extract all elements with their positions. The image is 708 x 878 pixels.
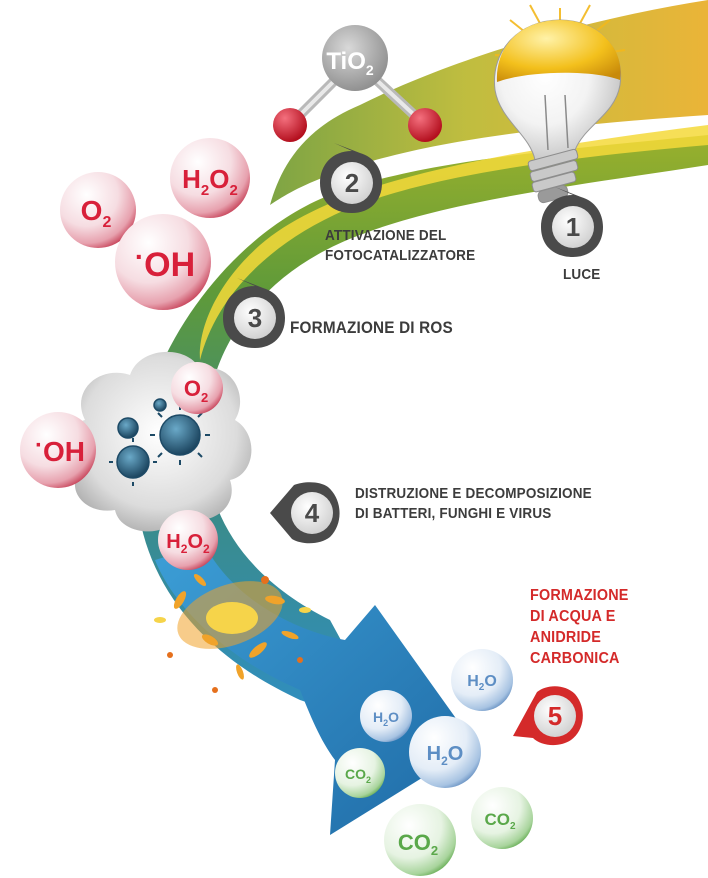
o2-sub-2: 2 [201, 390, 208, 405]
svg-text:H2O: H2O [427, 743, 464, 768]
molecule-h2o2-middle: H2O2 [158, 510, 218, 570]
step-badge-3: 3 [223, 278, 285, 348]
step-2-line-2: fotocatalizzatore [325, 247, 476, 264]
h2o-h-3: H [373, 709, 383, 725]
svg-text:H2O: H2O [467, 673, 497, 693]
step-4-label: Distruzione e decomposizione di batteri,… [355, 484, 592, 524]
step-3-label: Formazione di ROS [290, 318, 453, 338]
h2o-sub-2: 2 [479, 682, 485, 693]
h2o-o-1: O [448, 743, 464, 765]
co2-sub-1: 2 [366, 775, 371, 785]
molecule-oh-top: ·OH [115, 214, 211, 310]
step-number-4: 4 [305, 498, 320, 528]
step-badge-1: 1 [541, 187, 603, 257]
step-4-line-1: Distruzione e decomposizione [355, 485, 592, 502]
svg-text:H2O: H2O [373, 709, 399, 728]
svg-text:CO2: CO2 [398, 830, 438, 858]
co2-main-3: CO [398, 830, 431, 855]
h2o-sub-3: 2 [383, 718, 388, 728]
molecule-oh-middle: ·OH [20, 412, 96, 488]
step-1-label: Luce [563, 265, 600, 285]
molecule-h2o-left: H2O [360, 690, 412, 742]
step-badge-5: 5 [513, 686, 583, 746]
o2-main-2: O [184, 376, 201, 401]
h2o2-o-1: O [209, 164, 229, 194]
svg-text:O2: O2 [184, 376, 208, 405]
co2-sub-3: 2 [431, 843, 438, 858]
h2o-o-3: O [388, 709, 399, 725]
svg-text:H2O2: H2O2 [182, 164, 238, 199]
light-bulb-icon [493, 4, 626, 204]
step-badge-4: 4 [270, 482, 340, 544]
oh-dot-1: · [135, 241, 144, 272]
molecule-co2-bottom: CO2 [384, 804, 456, 876]
h2o2-sub-b-2: 2 [203, 542, 210, 556]
step-4-line-2: di batteri, funghi e virus [355, 505, 552, 522]
oxygen-atom-left [273, 108, 307, 142]
h2o2-h-2: H [166, 531, 180, 553]
co2-main-1: CO [345, 766, 366, 782]
svg-text:CO2: CO2 [484, 810, 516, 832]
oh-dot-2: · [35, 432, 43, 459]
svg-text:O2: O2 [81, 195, 112, 231]
step-2-line-1: Attivazione del [325, 227, 447, 244]
step-1-line-1: Luce [563, 266, 601, 283]
h2o-h-2: H [467, 673, 479, 690]
oh-main-2: OH [43, 436, 85, 467]
oxygen-atom-right [408, 108, 442, 142]
step-5-line-3: anidride [530, 629, 602, 646]
molecule-h2o-top-right: H2O [451, 649, 513, 711]
step-5-line-1: Formazione [530, 587, 629, 604]
h2o2-sub-b-1: 2 [230, 182, 238, 199]
molecule-co2-right: CO2 [471, 787, 533, 849]
process-arrow-head [155, 545, 475, 835]
tio2-subscript: 2 [366, 62, 374, 78]
step-number-2: 2 [345, 168, 359, 198]
svg-text:·OH: ·OH [35, 432, 85, 467]
h2o-h-1: H [427, 743, 441, 765]
o2-main-1: O [81, 195, 103, 226]
h2o-sub-1: 2 [441, 754, 448, 768]
step-5-label: Formazione di acqua e anidride carbonica [530, 585, 629, 669]
h2o2-sub-a-2: 2 [181, 542, 188, 556]
step-5-line-4: carbonica [530, 650, 620, 667]
co2-main-2: CO [484, 810, 510, 829]
step-number-5: 5 [548, 701, 562, 731]
svg-text:CO2: CO2 [345, 766, 371, 785]
step-3-line-1: Formazione di ROS [290, 318, 453, 337]
oh-main-1: OH [144, 246, 195, 284]
o2-sub-1: 2 [102, 214, 111, 231]
molecule-co2-left: CO2 [335, 748, 385, 798]
h2o-o-2: O [484, 673, 496, 690]
molecule-h2o-large: H2O [409, 716, 481, 788]
h2o2-sub-a-1: 2 [201, 182, 209, 199]
light-stripe [199, 125, 708, 360]
h2o2-h-1: H [182, 164, 201, 194]
h2o2-o-2: O [187, 531, 203, 553]
step-badge-2: 2 [320, 143, 382, 213]
molecule-o2-middle: O2 [171, 362, 223, 414]
step-5-line-2: di acqua e [530, 608, 616, 625]
step-number-1: 1 [566, 212, 580, 242]
svg-text:H2O2: H2O2 [166, 531, 210, 556]
tio2-symbol: TiO [326, 48, 366, 75]
svg-text:·OH: ·OH [135, 241, 195, 284]
co2-sub-2: 2 [510, 821, 516, 832]
svg-text:TiO2: TiO2 [326, 48, 374, 78]
step-number-3: 3 [248, 303, 262, 333]
molecule-h2o2-top: H2O2 [170, 138, 250, 218]
molecule-o2-top: O2 [60, 172, 136, 248]
step-2-label: Attivazione del fotocatalizzatore [325, 226, 475, 266]
tio2-molecule-icon: TiO2 [273, 25, 442, 142]
decomposition-burst-icon [154, 573, 311, 693]
